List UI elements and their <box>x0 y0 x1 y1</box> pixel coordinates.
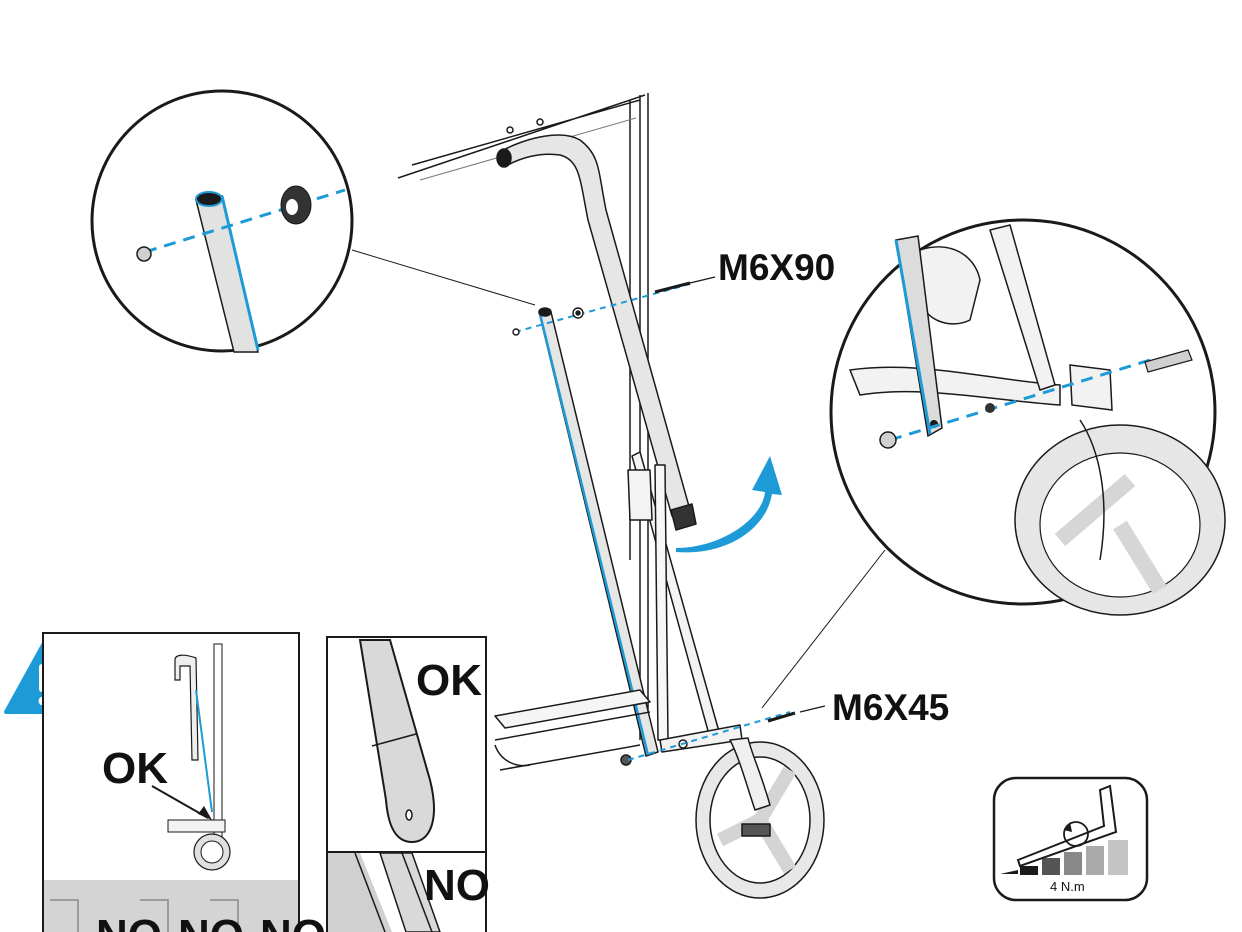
screw-long-label: M6X90 <box>718 247 835 288</box>
detail-panel-ok-no <box>326 636 487 932</box>
detail-ok-label: OK <box>416 656 482 705</box>
bottom-no-label-3: NO <box>260 911 326 932</box>
allen-key-torque-icon <box>992 776 1149 902</box>
detail-no-label: NO <box>424 861 490 910</box>
torque-label: 4 N.m <box>1050 879 1085 894</box>
backrest-frame <box>397 93 649 740</box>
screw-short-hardware <box>767 705 826 723</box>
bottom-no-label-1: NO <box>96 911 162 932</box>
screw-long-hardware <box>512 276 716 336</box>
front-wheel <box>695 737 825 899</box>
inset-ok-label: OK <box>102 744 168 793</box>
curved-arrow-icon <box>676 456 782 553</box>
detail-circle-right <box>761 218 1226 709</box>
inset-panel-ok <box>42 632 300 932</box>
detail-circle-top <box>90 89 536 353</box>
folded-handle <box>499 134 691 517</box>
alignment-lines <box>514 283 791 761</box>
main-assembly <box>397 93 825 899</box>
screw-short-label: M6X45 <box>832 687 949 728</box>
bottom-no-label-2: NO <box>178 911 244 932</box>
lower-base <box>494 689 651 771</box>
